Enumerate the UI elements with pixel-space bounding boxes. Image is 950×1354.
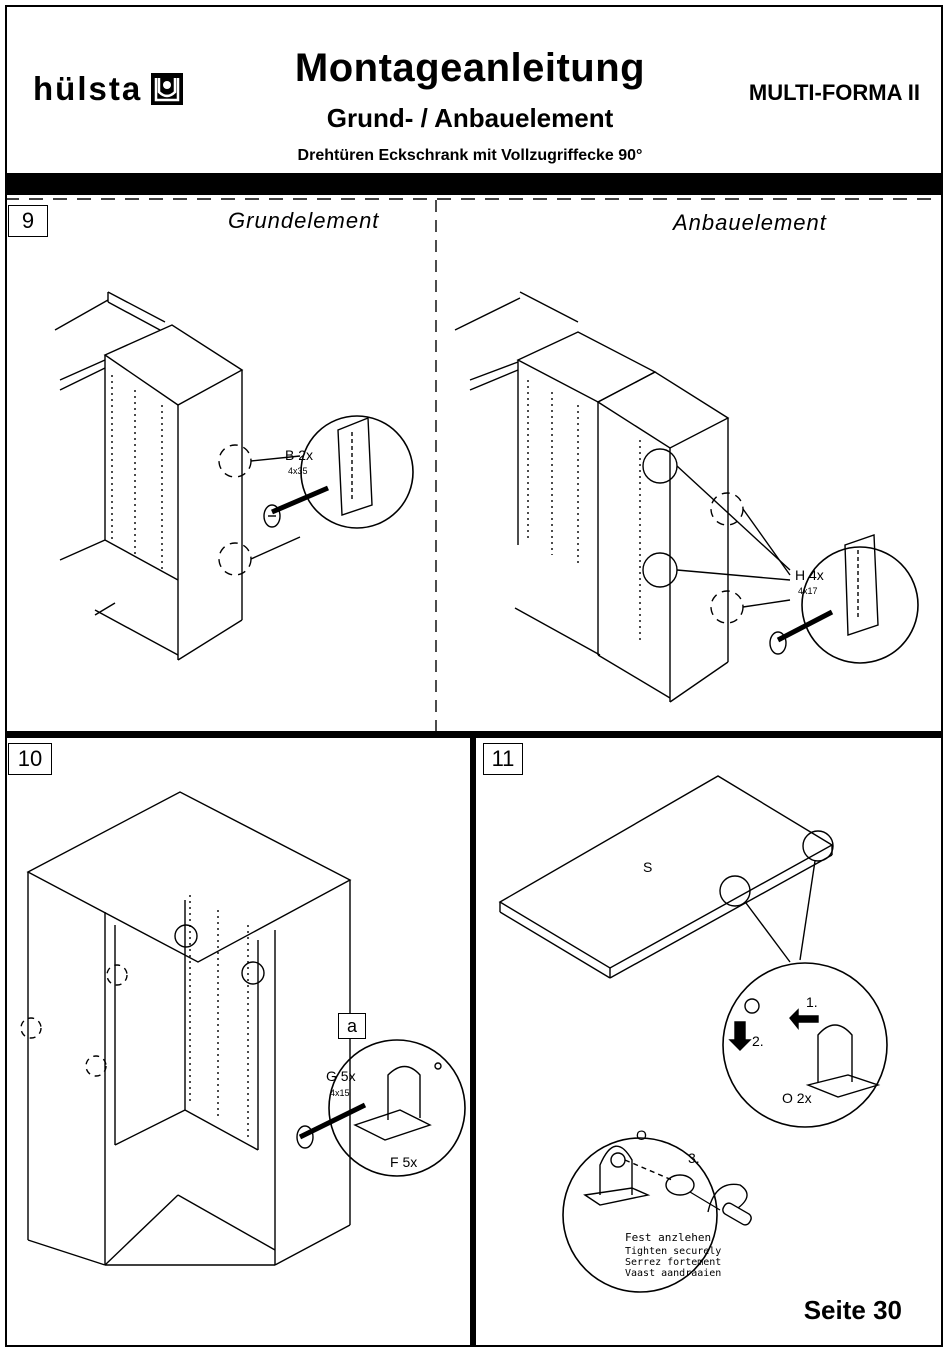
panel-letter-s: S [643,859,652,875]
step-number-9: 9 [8,205,48,237]
step10-corner-cabinet [21,792,465,1265]
part-h-label: H 4x [795,567,824,583]
step11-substep-1: 1. [806,994,818,1010]
part-h-size: 4x17 [798,586,818,596]
part-g-size: 4x15 [330,1088,350,1098]
tighten-instruction-nl: Vaast aandraaien [625,1268,721,1279]
step-number-10: 10 [8,743,52,775]
panel-divider-vertical [470,738,476,1347]
part-o-label: O 2x [782,1090,812,1106]
part-g-label: G 5x [326,1068,356,1084]
step9-left-caption: Grundelement [228,208,379,234]
part-f-label: F 5x [390,1154,417,1170]
detail-letter-a: a [338,1013,366,1039]
step9-right-caption: Anbauelement [673,210,827,236]
step-number-11: 11 [483,743,523,775]
panel-divider-horizontal [5,731,943,738]
tighten-instruction-fr: Serrez fortement [625,1257,721,1268]
step11-substep-2: 2. [752,1033,764,1049]
step11-top-panel [500,776,887,1292]
tighten-instruction-de: Fest anzlehen [625,1232,711,1243]
part-b-size: 4x35 [288,466,308,476]
tighten-instruction-en: Tighten securely [625,1246,721,1257]
step9-right-cabinets [455,292,918,702]
step11-substep-3: 3. [688,1150,700,1166]
page-number: Seite 30 [804,1295,902,1326]
part-b-label: B 2x [285,447,313,463]
step9-left-cabinet [55,292,413,660]
part-o-single-label: O [636,1127,647,1143]
